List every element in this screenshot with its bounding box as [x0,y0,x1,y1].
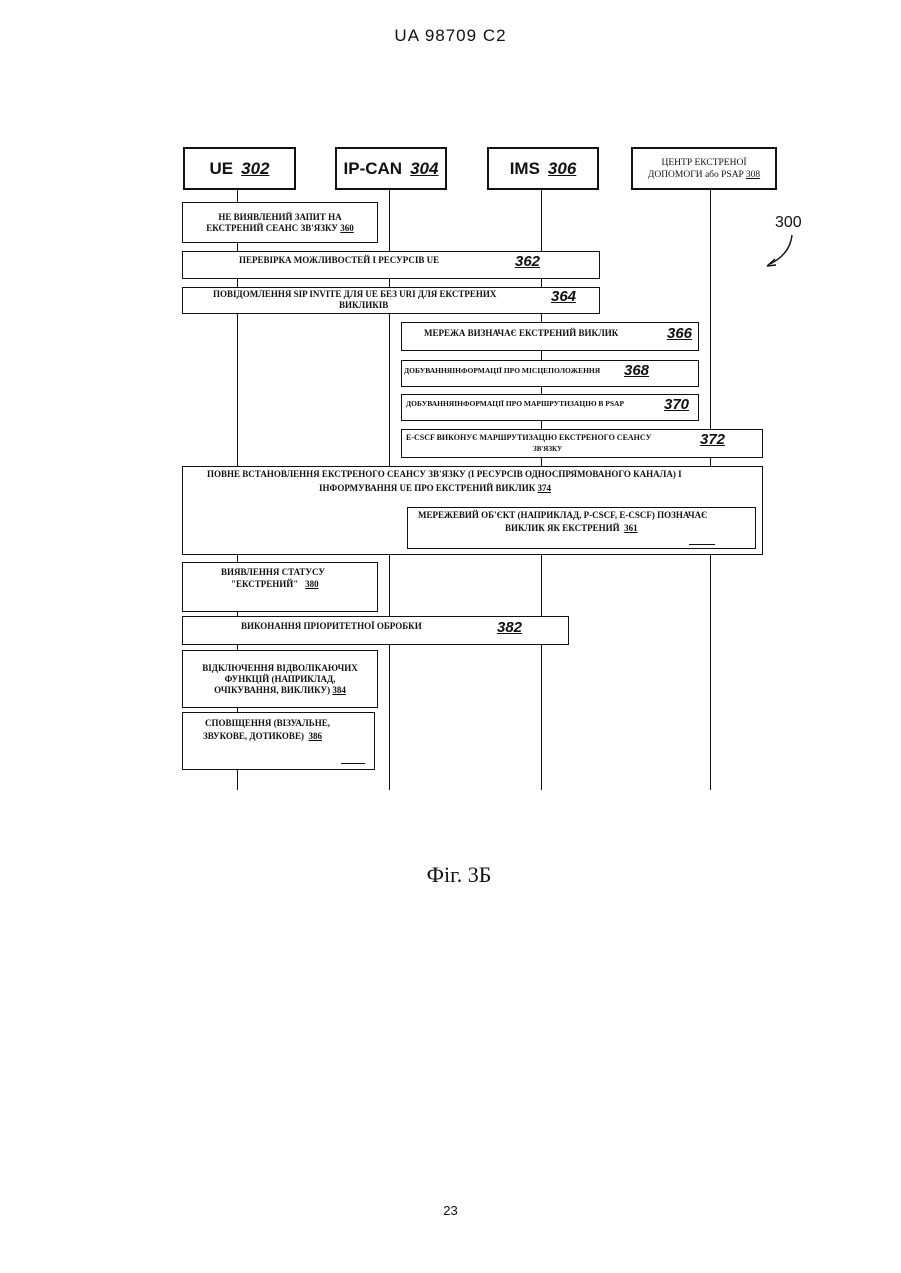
step-364-ref: 364 [551,291,576,302]
step-386-line2: ЗВУКОВЕ, ДОТИКОВЕ) [203,731,304,741]
step-368-box: ДОБУВАННЯІНФОРМАЦІЇ ПРО МІСЦЕПОЛОЖЕННЯ 3… [401,360,699,387]
step-364-box: ПОВІДОМЛЕННЯ SIP INVITE для UE БЕЗ URI д… [182,287,600,314]
step-372-ref: 372 [700,434,725,445]
step-374-line1: ПОВНЕ ВСТАНОВЛЕННЯ ЕКСТРЕНОГО СЕАНСУ ЗВ'… [207,469,682,480]
entity-ue-label: UE [210,159,234,179]
entity-psap-ref: 308 [746,170,760,180]
step-368-ref: 368 [624,365,649,376]
step-384-line1: ВІДКЛЮЧЕННЯ ВІДВОЛІКАЮЧИХ [202,663,357,674]
step-384-line2: ФУНКЦІЙ (НАПРИКЛАД, [225,674,336,685]
step-366-ref: 366 [667,328,692,339]
step-372-line2: ЗВ'ЯЗКУ [533,444,562,455]
step-374-ref: 374 [537,483,551,493]
step-360-ref: 360 [340,223,354,233]
step-386-line1: СПОВІЩЕННЯ (ВІЗУАЛЬНЕ, [205,718,330,729]
step-386-box: СПОВІЩЕННЯ (ВІЗУАЛЬНЕ, ЗВУКОВЕ, ДОТИКОВЕ… [182,712,375,770]
step-366-box: МЕРЕЖА ВИЗНАЧАЄ ЕКСТРЕНИЙ ВИКЛИК 366 [401,322,699,351]
step-374-line2-wrap: ІНФОРМУВАННЯ UE ПРО ЕКСТРЕНИЙ ВИКЛИК 374 [319,483,551,494]
step-364-line2: ВИКЛИКІВ [339,300,388,311]
step-372-box: E-CSCF ВИКОНУЄ МАРШРУТИЗАЦІЮ ЕКСТРЕНОГО … [401,429,763,458]
step-382-ref: 382 [497,622,522,633]
step-380-ref: 380 [305,579,319,589]
step-372-line1: E-CSCF ВИКОНУЄ МАРШРУТИЗАЦІЮ ЕКСТРЕНОГО … [406,432,651,443]
step-361-box: МЕРЕЖЕВИЙ ОБ'ЄКТ (НАПРИКЛАД, P-CSCF, E-C… [407,507,756,549]
step-361-underline [689,544,715,545]
step-380-line2-wrap: "ЕКСТРЕНИЙ" 380 [231,579,319,590]
step-386-underline [341,763,365,764]
step-384-ref: 384 [332,685,346,695]
step-386-line2-wrap: ЗВУКОВЕ, ДОТИКОВЕ) 386 [203,731,322,742]
step-374-line2: ІНФОРМУВАННЯ UE ПРО ЕКСТРЕНИЙ ВИКЛИК [319,483,535,493]
step-382-text: ВИКОНАННЯ ПРІОРИТЕТНОЇ ОБРОБКИ [241,621,422,632]
step-361-line2-wrap: ВИКЛИК ЯК ЕКСТРЕНИЙ 361 [505,523,638,534]
step-362-ref: 362 [515,256,540,267]
page-number: 23 [0,1203,901,1218]
step-361-line1: МЕРЕЖЕВИЙ ОБ'ЄКТ (НАПРИКЛАД, P-CSCF, E-C… [418,510,707,521]
patent-header: UA 98709 C2 [0,26,901,46]
entity-ipcan-ref: 304 [410,159,438,179]
step-380-line1: ВИЯВЛЕННЯ СТАТУСУ [221,567,325,578]
step-361-line2: ВИКЛИК ЯК ЕКСТРЕНИЙ [505,523,620,533]
figure-caption: Фіг. 3Б [0,862,901,888]
step-380-box: ВИЯВЛЕННЯ СТАТУСУ "ЕКСТРЕНИЙ" 380 [182,562,378,612]
entity-ipcan: IP-CAN 304 [335,147,447,190]
entity-ims-label: IMS [510,159,540,179]
step-384-line3: ОЧІКУВАННЯ, ВИКЛИКУ) [214,685,330,695]
step-361-ref: 361 [624,523,638,533]
step-366-text: МЕРЕЖА ВИЗНАЧАЄ ЕКСТРЕНИЙ ВИКЛИК [424,328,618,339]
step-360-line2: ЕКСТРЕНИЙ СЕАНС ЗВ'ЯЗКУ [206,223,338,233]
step-362-text: ПЕРЕВІРКА МОЖЛИВОСТЕЙ І РЕСУРСІВ UE [239,255,439,266]
entity-ims: IMS 306 [487,147,599,190]
step-360-line1: НЕ ВИЯВЛЕНИЙ ЗАПИТ НА [218,212,341,223]
step-362-box: ПЕРЕВІРКА МОЖЛИВОСТЕЙ І РЕСУРСІВ UE 362 [182,251,600,279]
step-384-box: ВІДКЛЮЧЕННЯ ВІДВОЛІКАЮЧИХ ФУНКЦІЙ (НАПРИ… [182,650,378,708]
entity-psap-label-line2: ДОПОМОГИ або PSAP [648,170,744,180]
figure-ref-300: 300 [775,214,802,232]
entity-psap-label-line1: ЦЕНТР ЕКСТРЕНОЇ [662,157,747,169]
step-370-text: ДОБУВАННЯІНФОРМАЦІЇ ПРО МАРШРУТИЗАЦІЮ В … [406,398,624,409]
entity-ue-ref: 302 [241,159,269,179]
step-368-text: ДОБУВАННЯІНФОРМАЦІЇ ПРО МІСЦЕПОЛОЖЕННЯ [404,365,600,376]
step-360-box: НЕ ВИЯВЛЕНИЙ ЗАПИТ НА ЕКСТРЕНИЙ СЕАНС ЗВ… [182,202,378,243]
step-380-line2: "ЕКСТРЕНИЙ" [231,579,298,589]
step-386-ref: 386 [308,731,322,741]
step-370-box: ДОБУВАННЯІНФОРМАЦІЇ ПРО МАРШРУТИЗАЦІЮ В … [401,394,699,421]
figure-ref-arrow-icon [760,232,800,272]
step-364-line1: ПОВІДОМЛЕННЯ SIP INVITE для UE БЕЗ URI д… [213,289,496,300]
step-370-ref: 370 [664,399,689,410]
entity-ipcan-label: IP-CAN [344,159,403,179]
entity-ue: UE 302 [183,147,296,190]
step-382-box: ВИКОНАННЯ ПРІОРИТЕТНОЇ ОБРОБКИ 382 [182,616,569,645]
entity-psap: ЦЕНТР ЕКСТРЕНОЇ ДОПОМОГИ або PSAP 308 [631,147,777,190]
entity-ims-ref: 306 [548,159,576,179]
